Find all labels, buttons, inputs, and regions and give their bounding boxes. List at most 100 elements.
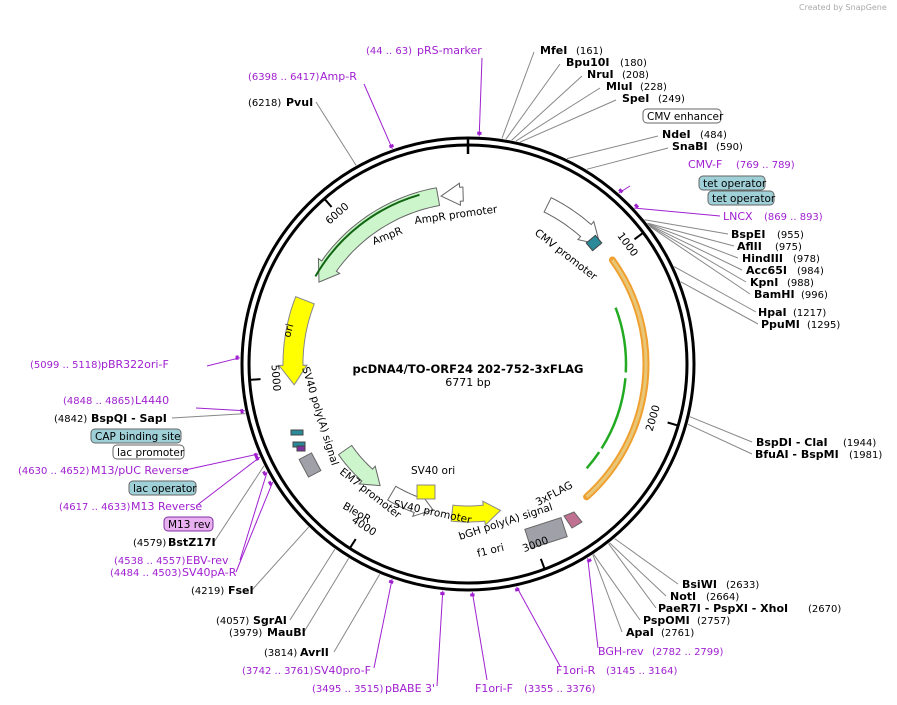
svg-text:(4579): (4579) bbox=[133, 538, 166, 549]
primer-label-f1ori-r: F1ori-R (3145 .. 3164) bbox=[556, 664, 678, 677]
leader-line-36 bbox=[592, 554, 623, 633]
orf-inner-arc bbox=[585, 259, 648, 498]
svg-text:LNCX: LNCX bbox=[723, 210, 753, 223]
site-label-fsei: (4219)FseI bbox=[191, 584, 254, 597]
primer-mark-5 bbox=[239, 408, 244, 414]
svg-text:(4848 .. 4865): (4848 .. 4865) bbox=[63, 396, 135, 407]
scale-tick-6000 bbox=[323, 198, 333, 208]
snapgene-credit: Created by SnapGene bbox=[799, 3, 887, 12]
leader-line-3 bbox=[634, 207, 721, 217]
svg-text:tet operator: tet operator bbox=[703, 178, 767, 190]
leader-line-26 bbox=[648, 224, 747, 283]
leader-line-10 bbox=[373, 578, 393, 669]
primer-label-bgh-rev: BGH-rev (2782 .. 2799) bbox=[598, 645, 724, 658]
leader-line-13 bbox=[516, 586, 561, 667]
tick-label-1000: 1000 bbox=[614, 230, 640, 259]
site-label-aflii: AflII(975) bbox=[737, 240, 802, 253]
tick-label-2000: 2000 bbox=[644, 404, 663, 433]
svg-text:EBV-rev: EBV-rev bbox=[186, 554, 229, 567]
primer-mark-9 bbox=[267, 480, 273, 486]
svg-text:SgrAI: SgrAI bbox=[253, 614, 287, 627]
label-leader-lines bbox=[171, 51, 759, 687]
feature-sv40-promoter bbox=[387, 485, 434, 518]
site-label-sgrai: (4057)SgrAI bbox=[216, 614, 287, 627]
svg-text:(4630 .. 4652): (4630 .. 4652) bbox=[18, 466, 90, 477]
svg-text:(2633): (2633) bbox=[726, 580, 759, 591]
tick-label-5000: 5000 bbox=[269, 364, 283, 392]
svg-text:(208): (208) bbox=[622, 70, 649, 81]
svg-text:(955): (955) bbox=[777, 230, 804, 241]
svg-text:(4219): (4219) bbox=[191, 586, 224, 597]
scale-tick-2000 bbox=[667, 421, 679, 427]
svg-text:PpuMI: PpuMI bbox=[761, 318, 800, 331]
svg-text:(249): (249) bbox=[658, 94, 685, 105]
site-label-hpai: HpaI(1217) bbox=[758, 306, 826, 319]
site-label-mfei: MfeI(161) bbox=[540, 44, 603, 57]
leader-line-21 bbox=[586, 147, 669, 170]
svg-text:SpeI: SpeI bbox=[622, 92, 649, 105]
svg-text:F1ori-F: F1ori-F bbox=[475, 682, 513, 695]
svg-text:BspQI - SapI: BspQI - SapI bbox=[91, 412, 167, 425]
svg-text:(3742 .. 3761): (3742 .. 3761) bbox=[242, 666, 314, 677]
leader-line-24 bbox=[647, 223, 739, 259]
svg-text:M13/pUC Reverse: M13/pUC Reverse bbox=[91, 464, 189, 477]
leader-line-15 bbox=[501, 51, 535, 139]
svg-text:PaeR7I - PspXI - XhoI: PaeR7I - PspXI - XhoI bbox=[658, 602, 788, 615]
box-lac-promoter: lac promoter bbox=[112, 444, 185, 460]
site-label-maubi: (3979)MauBI bbox=[229, 626, 306, 639]
leader-line-41 bbox=[333, 573, 381, 653]
site-label-noti: NotI(2664) bbox=[670, 590, 739, 603]
leader-line-5 bbox=[195, 407, 245, 412]
leader-line-25 bbox=[648, 224, 743, 271]
scale-ticks bbox=[249, 198, 679, 570]
plasmid-name: pcDNA4/TO-ORF24 202-752-3xFLAG bbox=[353, 362, 584, 376]
box-cmv-enhancer: CMV enhancer bbox=[642, 108, 724, 124]
orf-segment-3 bbox=[585, 451, 601, 470]
feature-3xflag bbox=[563, 511, 583, 529]
feature-m13rev-mark bbox=[296, 445, 306, 452]
svg-text:NotI: NotI bbox=[670, 590, 696, 603]
site-label-snabi: SnaBI(590) bbox=[672, 140, 743, 153]
svg-text:pBR322ori-F: pBR322ori-F bbox=[101, 358, 169, 371]
svg-text:(988): (988) bbox=[787, 278, 814, 289]
label-3xflag: 3xFLAG bbox=[534, 479, 575, 508]
svg-text:(3145 .. 3164): (3145 .. 3164) bbox=[606, 666, 678, 677]
svg-text:(6218): (6218) bbox=[248, 98, 281, 109]
svg-text:(1944): (1944) bbox=[843, 438, 876, 449]
leader-line-8 bbox=[239, 471, 268, 561]
site-label-hindiii: HindIII(978) bbox=[742, 252, 820, 265]
label-sv40-promoter: SV40 promoter bbox=[392, 498, 473, 526]
svg-text:pRS-marker: pRS-marker bbox=[417, 44, 482, 57]
leader-line-2 bbox=[618, 185, 631, 194]
primer-label-prs-marker: (44 .. 63) pRS-marker bbox=[366, 44, 482, 57]
feature-sv40-ori bbox=[416, 484, 436, 500]
svg-text:BstZ17I: BstZ17I bbox=[168, 536, 216, 549]
svg-text:pBABE 3': pBABE 3' bbox=[385, 682, 435, 695]
primer-mark-7 bbox=[254, 455, 260, 461]
leader-line-34 bbox=[608, 543, 657, 609]
svg-text:(4538 .. 4557): (4538 .. 4557) bbox=[114, 556, 186, 567]
site-label-ndei: NdeI(484) bbox=[662, 128, 727, 141]
svg-text:SV40pA-R: SV40pA-R bbox=[182, 566, 237, 579]
orf-segment-2 bbox=[600, 378, 627, 450]
box-tet-operator-1: tet operator bbox=[698, 175, 767, 191]
leader-line-14 bbox=[587, 558, 599, 649]
svg-text:HpaI: HpaI bbox=[758, 306, 787, 319]
svg-text:AflII: AflII bbox=[737, 240, 762, 253]
site-label-bstz17i: (4579)BstZ17I bbox=[133, 536, 216, 549]
svg-text:(5099 .. 5118): (5099 .. 5118) bbox=[30, 360, 102, 371]
scale-tick-5000 bbox=[249, 378, 261, 381]
leader-line-37 bbox=[213, 465, 265, 543]
svg-text:(4842): (4842) bbox=[54, 414, 87, 425]
svg-text:(769 .. 789): (769 .. 789) bbox=[736, 160, 795, 171]
svg-text:(2670): (2670) bbox=[808, 604, 841, 615]
svg-text:(3979): (3979) bbox=[229, 628, 262, 639]
svg-text:BfuAI - BspMI: BfuAI - BspMI bbox=[755, 448, 839, 461]
site-label-kpni: KpnI(988) bbox=[750, 276, 814, 289]
site-label-mlui: MluI(228) bbox=[606, 80, 667, 93]
site-label-pspomi: PspOMI(2757) bbox=[643, 614, 730, 627]
leader-line-31 bbox=[687, 423, 753, 455]
leader-line-28 bbox=[673, 266, 757, 313]
svg-text:(3355 .. 3376): (3355 .. 3376) bbox=[524, 684, 596, 695]
